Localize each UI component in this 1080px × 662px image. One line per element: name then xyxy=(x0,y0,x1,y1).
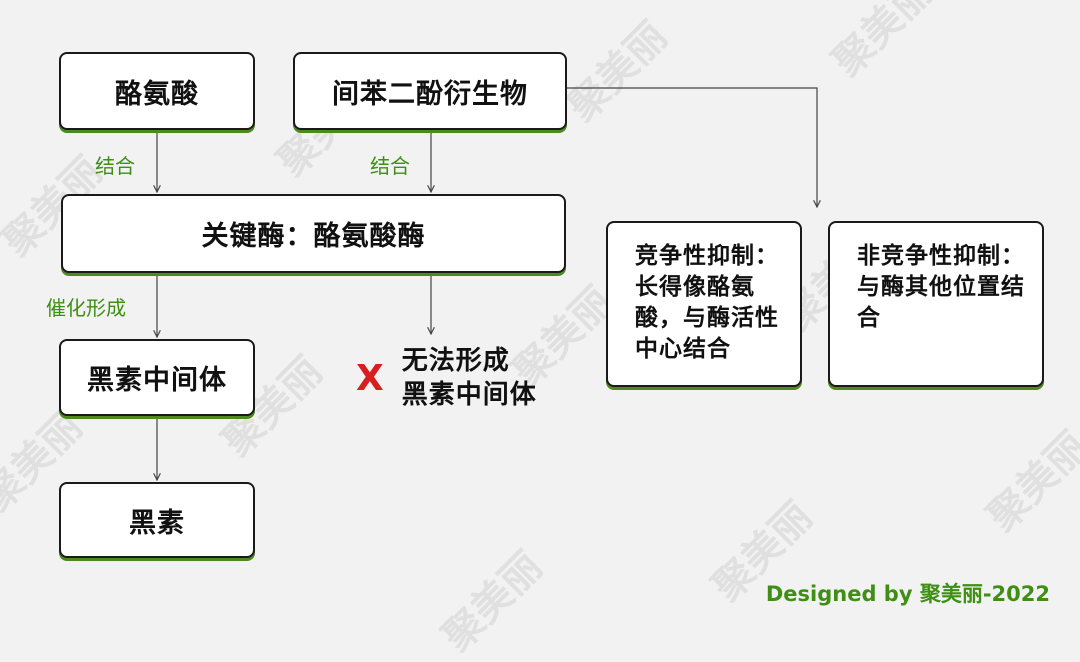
designer-credit: Designed by 聚美丽-2022 xyxy=(765,582,1050,606)
node-tyrosine-label: 酪氨酸 xyxy=(115,78,199,110)
node-melanin: 黑素 xyxy=(59,482,255,558)
node-key-enzyme: 关键酶：酪氨酸酶 xyxy=(61,194,566,273)
no-intermediate-result: X 无法形成 黑素中间体 xyxy=(356,344,537,412)
node-melanin-label: 黑素 xyxy=(129,507,185,539)
label-bind-right: 结合 xyxy=(370,154,410,178)
node-resorcinol-derivative: 间苯二酚衍生物 xyxy=(293,52,567,130)
competitive-inhibition-text: 竞争性抑制：长得像酪氨酸，与酶活性中心结合 xyxy=(635,243,779,362)
node-competitive-inhibition: 竞争性抑制：长得像酪氨酸，与酶活性中心结合 xyxy=(606,221,802,387)
label-catalyze: 催化形成 xyxy=(46,296,126,320)
arrow-resorcinol-to-inhibition xyxy=(567,87,817,207)
node-melanin-intermediate: 黑素中间体 xyxy=(59,339,255,416)
node-resorcinol-label: 间苯二酚衍生物 xyxy=(332,78,528,110)
node-noncompetitive-inhibition: 非竞争性抑制：与酶其他位置结合 xyxy=(828,221,1044,387)
node-intermediate-label: 黑素中间体 xyxy=(87,365,227,396)
connector-lines xyxy=(0,87,1080,617)
x-icon: X xyxy=(356,357,384,399)
noncompetitive-inhibition-text: 非竞争性抑制：与酶其他位置结合 xyxy=(857,243,1025,331)
node-tyrosine: 酪氨酸 xyxy=(59,52,255,130)
no-intermediate-text: 无法形成 黑素中间体 xyxy=(401,346,537,410)
label-bind-left: 结合 xyxy=(95,154,135,178)
node-enzyme-label: 关键酶：酪氨酸酶 xyxy=(201,221,426,252)
